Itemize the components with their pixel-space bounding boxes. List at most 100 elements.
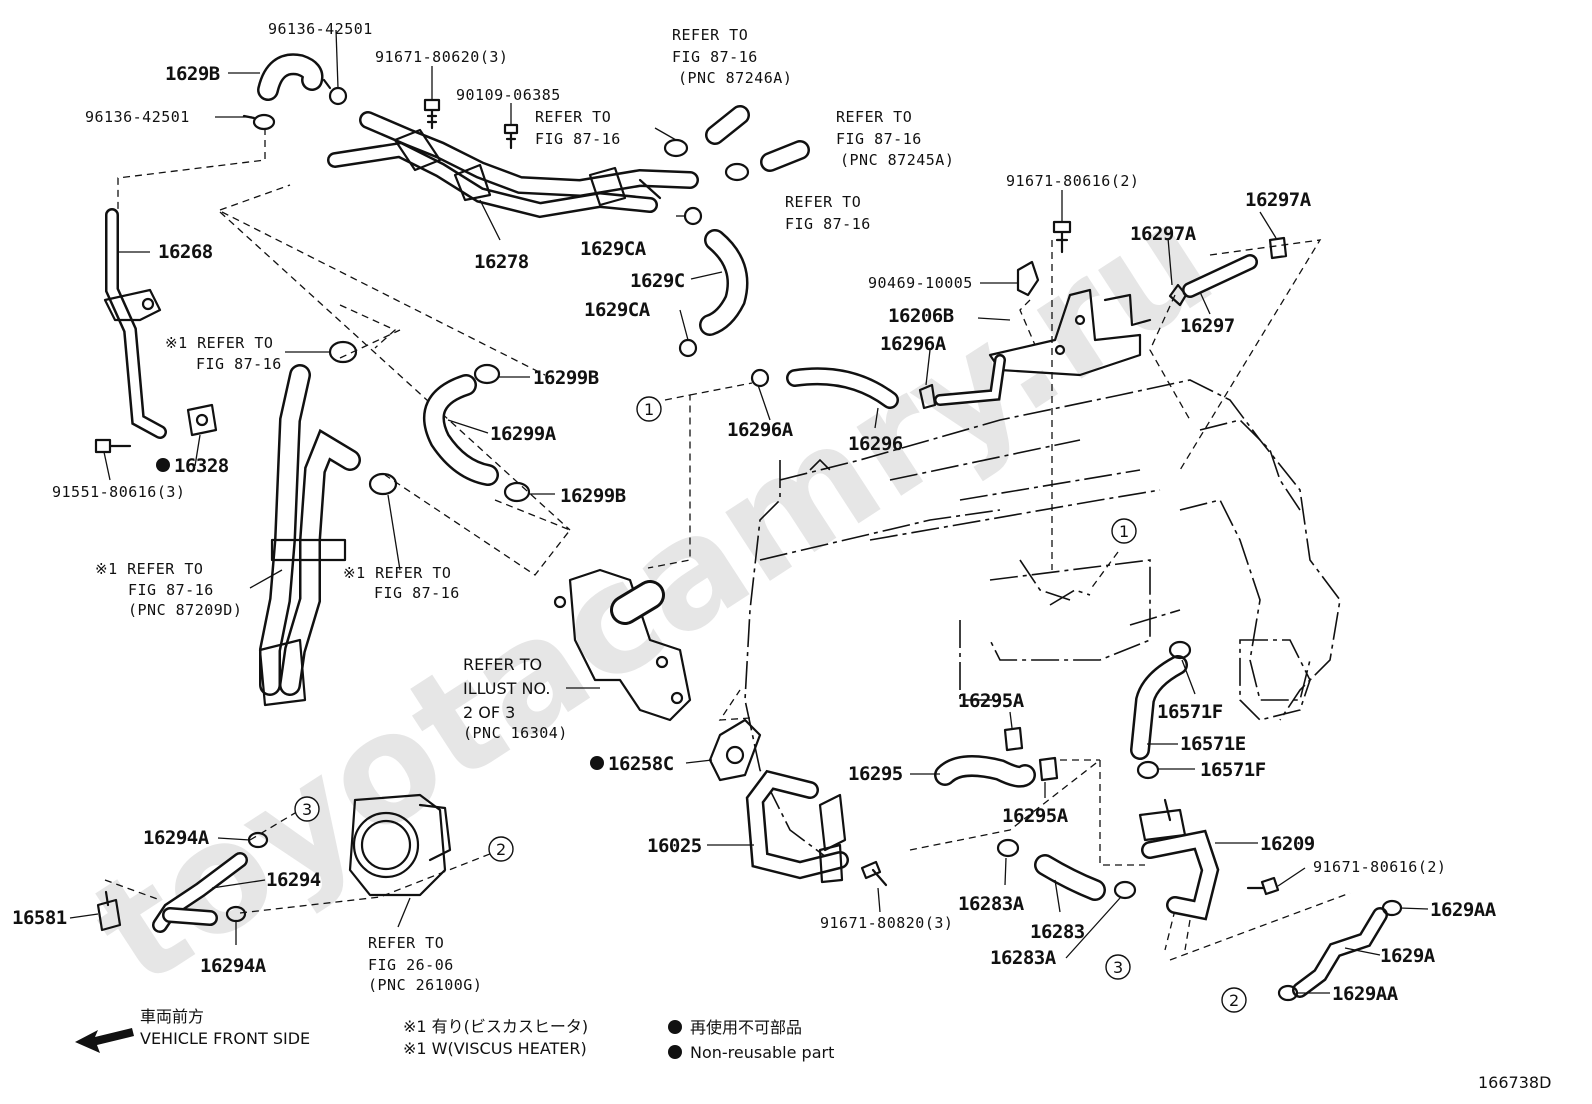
label-16268: 16268 [158, 241, 213, 263]
label-16297A-a: 16297A [1245, 189, 1312, 211]
callouts: 1 1 2 2 3 3 [294, 396, 1247, 1013]
non-reusable-dot-icon [668, 1020, 682, 1034]
svg-text:(PNC 87245A): (PNC 87245A) [840, 151, 954, 169]
throttle-body [348, 793, 452, 897]
svg-text:(PNC 87246A): (PNC 87246A) [678, 69, 792, 87]
nonreuse-en: Non-reusable part [690, 1043, 834, 1062]
svg-text:REFER TO: REFER TO [368, 934, 444, 952]
hose-16294 [152, 831, 269, 933]
hose-16296 [750, 354, 1006, 410]
hose-ref-87245A [760, 140, 810, 172]
label-91671-80820: 91671-80820(3) [820, 914, 953, 932]
label-16328: 16328 [174, 455, 229, 477]
gasket-16258C [708, 718, 762, 782]
hose-1629B [257, 53, 324, 101]
clamp-96136-a [322, 78, 348, 106]
non-reusable-dot-icon [668, 1045, 682, 1059]
label-16296A-left: 16296A [727, 419, 794, 441]
hose-1629C [678, 206, 749, 358]
svg-text:REFER TO: REFER TO [672, 26, 748, 44]
label-96136-b: 96136-42501 [85, 108, 190, 126]
non-reusable-dot [156, 458, 170, 472]
label-91671-80620: 91671-80620(3) [375, 48, 508, 66]
gasket-16328 [186, 403, 218, 437]
note1-en: ※1 W(VISCUS HEATER) [403, 1039, 587, 1058]
connection-lines [104, 128, 1351, 961]
hose-viscus [258, 340, 398, 707]
bolt-91671-80616-right [1246, 876, 1280, 896]
label-91551: 91551-80616(3) [52, 483, 185, 501]
ref-87246A: REFER TO FIG 87-16 (PNC 87246A) [672, 26, 792, 87]
label-1629CA-bot: 1629CA [584, 299, 651, 321]
svg-text:3: 3 [302, 800, 312, 819]
svg-text:FIG 87-16: FIG 87-16 [535, 130, 621, 148]
label-16025: 16025 [647, 835, 702, 857]
label-16209: 16209 [1260, 833, 1315, 855]
svg-text:FIG 87-16: FIG 87-16 [836, 130, 922, 148]
pipe-16278 [327, 111, 699, 219]
label-16278: 16278 [474, 251, 529, 273]
bolt-91671-80616-top [1052, 220, 1072, 254]
svg-text:REFER TO: REFER TO [463, 655, 542, 674]
label-96136-a: 96136-42501 [268, 20, 373, 38]
hose-16571E [1130, 640, 1192, 780]
svg-text:3: 3 [1113, 958, 1123, 977]
label-16296A-top: 16296A [880, 333, 947, 355]
label-1629AA-top: 1629AA [1430, 899, 1497, 921]
pipe-16209 [1138, 798, 1220, 921]
engine-outline [744, 379, 1341, 861]
legend: 車両前方 VEHICLE FRONT SIDE ※1 有り(ビスカスヒータ) ※… [75, 1007, 1551, 1092]
water-outlet [553, 568, 692, 722]
label-16295A-bot: 16295A [1002, 805, 1069, 827]
bolt-91671-80820 [860, 860, 888, 887]
vehicle-front-arrow-icon [75, 1028, 134, 1053]
ref-clip-mid: REFER TO FIG 87-16 [785, 193, 870, 233]
ref-viscus-a: ※1 REFER TO FIG 87-16 [165, 334, 282, 373]
label-91671-80616-right: 91671-80616(2) [1313, 858, 1446, 876]
label-16581: 16581 [12, 907, 67, 929]
label-16295A-top: 16295A [958, 690, 1025, 712]
ref-87245A: REFER TO FIG 87-16 (PNC 87245A) [836, 108, 954, 169]
label-16294: 16294 [266, 869, 321, 891]
svg-text:FIG 87-16: FIG 87-16 [374, 584, 460, 602]
figure-code: 166738D [1478, 1073, 1551, 1092]
callout-2-b [1221, 987, 1247, 1013]
label-1629AA-bot: 1629AA [1332, 983, 1399, 1005]
label-91671-80616-top: 91671-80616(2) [1006, 172, 1139, 190]
reference-notes: REFER TO FIG 87-16 (PNC 87246A) REFER TO… [95, 26, 954, 994]
ref-clip-top: REFER TO FIG 87-16 [535, 108, 621, 148]
ref-26100G: REFER TO FIG 26-06 (PNC 26100G) [368, 934, 482, 994]
svg-text:(PNC 26100G): (PNC 26100G) [368, 976, 482, 994]
svg-text:2: 2 [496, 840, 506, 859]
clip-90469 [1016, 260, 1040, 297]
label-16297A-b: 16297A [1130, 223, 1197, 245]
label-16294A-bot: 16294A [200, 955, 267, 977]
note1-jp: ※1 有り(ビスカスヒータ) [403, 1017, 588, 1036]
hose-16283 [996, 838, 1137, 901]
svg-text:FIG 87-16: FIG 87-16 [196, 355, 282, 373]
callout-3-b [1105, 954, 1131, 980]
label-16283: 16283 [1030, 921, 1085, 943]
label-16299B-bot: 16299B [560, 485, 626, 507]
svg-text:(PNC 87209D): (PNC 87209D) [128, 601, 242, 619]
label-1629B: 1629B [165, 63, 220, 85]
svg-text:※1 REFER TO: ※1 REFER TO [165, 334, 273, 352]
ref-viscus-c: ※1 REFER TO FIG 87-16 [343, 564, 460, 602]
nonreuse-jp: 再使用不可部品 [690, 1018, 802, 1037]
valve-16581 [96, 890, 122, 932]
leader-lines [69, 29, 1429, 994]
bracket-16206B [988, 288, 1152, 377]
hose-16299A [422, 363, 531, 503]
label-90109: 90109-06385 [456, 86, 561, 104]
svg-text:※1 REFER TO: ※1 REFER TO [343, 564, 451, 582]
label-16297: 16297 [1180, 315, 1235, 337]
label-16571E: 16571E [1180, 733, 1246, 755]
label-16299B-top: 16299B [533, 367, 599, 389]
svg-text:FIG 26-06: FIG 26-06 [368, 956, 454, 974]
label-16295: 16295 [848, 763, 903, 785]
label-16296: 16296 [848, 433, 903, 455]
ref-viscus-b: ※1 REFER TO FIG 87-16 (PNC 87209D) [95, 560, 242, 619]
callout-3-a [294, 796, 320, 822]
